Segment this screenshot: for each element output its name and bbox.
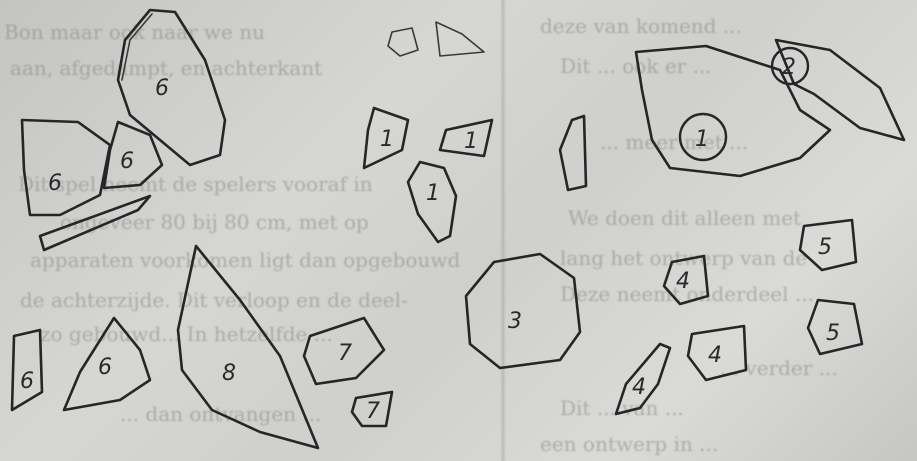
piece-6-bottom-triangle: 6 xyxy=(64,318,150,410)
piece-faint-top xyxy=(388,22,484,56)
piece-label: 1 xyxy=(426,181,440,206)
piece-label: 5 xyxy=(826,321,840,346)
piece-label: 1 xyxy=(464,129,478,154)
piece-label: 4 xyxy=(708,343,722,368)
piece-label: 8 xyxy=(222,361,236,386)
piece-8-large: 8 xyxy=(178,246,318,448)
piece-sliver xyxy=(560,116,586,190)
piece-3-octagon: 3 xyxy=(466,254,580,368)
piece-label: 3 xyxy=(508,309,522,334)
piece-1-bottom: 1 xyxy=(408,162,456,242)
piece-strip xyxy=(40,196,150,250)
piece-6-middle: 6 xyxy=(104,122,162,188)
piece-label: 6 xyxy=(48,171,62,196)
piece-6-bottom-small: 6 xyxy=(12,330,42,410)
piece-label: 6 xyxy=(120,149,134,174)
piece-label: 1 xyxy=(695,127,709,152)
piece-label: 6 xyxy=(155,76,169,101)
piece-2-wedge: 2 xyxy=(772,40,904,140)
piece-6-large-top: 6 xyxy=(118,10,225,165)
piece-label: 5 xyxy=(818,235,832,260)
piece-7-upper: 7 xyxy=(304,318,384,384)
piece-4-sliver: 4 xyxy=(616,344,670,414)
piece-label: 7 xyxy=(366,399,380,424)
piece-1-right: 1 xyxy=(440,120,492,156)
piece-label: 4 xyxy=(676,269,690,294)
piece-5-upper: 5 xyxy=(800,220,856,270)
piece-5-lower: 5 xyxy=(808,300,862,354)
piece-1-left: 1 xyxy=(364,108,408,168)
piece-4-upper: 4 xyxy=(664,256,708,304)
piece-label: 7 xyxy=(338,341,352,366)
piece-label: 6 xyxy=(20,369,34,394)
piece-6-left: 6 xyxy=(22,120,110,215)
piece-1-large: 1 xyxy=(636,46,830,176)
piece-label: 2 xyxy=(782,55,796,80)
piece-label: 4 xyxy=(632,375,646,400)
piece-4-middle: 4 xyxy=(688,326,746,380)
piece-label: 1 xyxy=(380,127,394,152)
piece-label: 6 xyxy=(98,355,112,380)
piece-7-lower: 7 xyxy=(352,392,392,426)
